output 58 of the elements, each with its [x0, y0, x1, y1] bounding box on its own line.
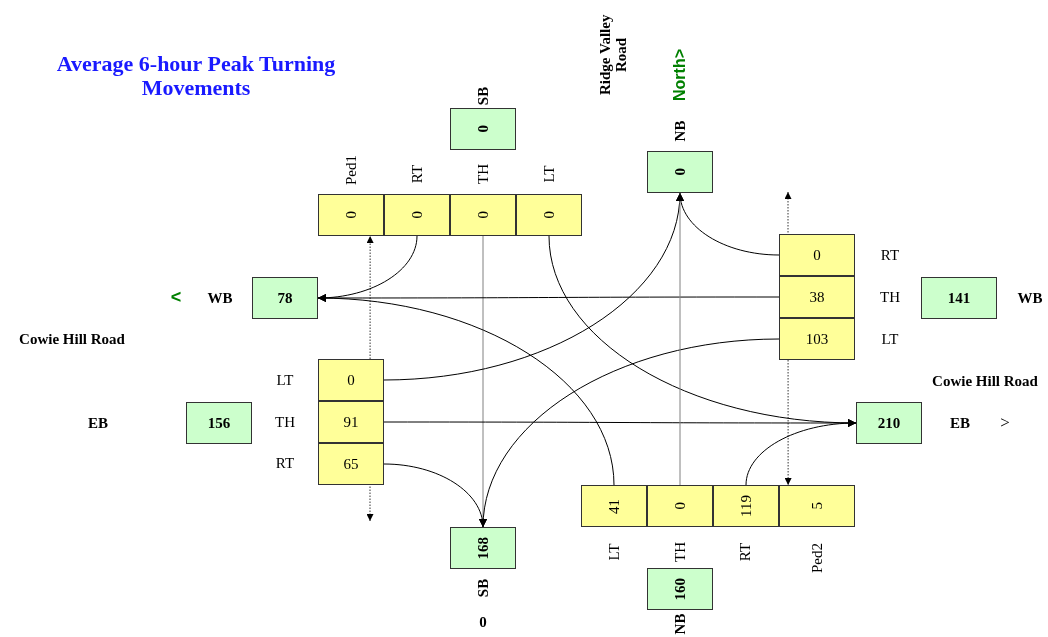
- total-volume-box: 0: [647, 151, 713, 193]
- movement-count-cell: 38: [779, 276, 855, 318]
- movement-count-cell: 103: [779, 318, 855, 360]
- movement-label: RT: [880, 246, 900, 264]
- movement-arrow: [745, 419, 857, 486]
- movement-count-cell: 91: [318, 401, 384, 443]
- movement-label: TH: [880, 288, 900, 306]
- direction-label: NB: [671, 613, 689, 635]
- movement-label: LT: [881, 330, 899, 348]
- movement-label: TH: [275, 413, 295, 431]
- direction-label: EB: [950, 414, 970, 432]
- pedestrian-arrow: [784, 191, 792, 486]
- movement-arrow: [317, 294, 615, 486]
- total-volume-box: 210: [856, 402, 922, 444]
- road-name: Ridge Valley Road: [596, 13, 630, 98]
- road-name: Cowie Hill Road: [932, 372, 1038, 390]
- north-indicator: North>: [671, 49, 689, 101]
- movement-count-cell: 0: [779, 234, 855, 276]
- movement-count-cell: 41: [581, 485, 647, 527]
- total-volume-box: 78: [252, 277, 318, 319]
- movement-count-cell: 0: [318, 194, 384, 236]
- movement-label: Ped1: [342, 155, 360, 185]
- total-volume-box: 160: [647, 568, 713, 610]
- movement-count-cell: 0: [450, 194, 516, 236]
- movement-count-cell: 0: [647, 485, 713, 527]
- movement-label: RT: [408, 164, 426, 184]
- movement-count-cell: 0: [318, 359, 384, 401]
- direction-label: WB: [1017, 289, 1043, 307]
- total-volume-box: 141: [921, 277, 997, 319]
- direction-label: SB: [474, 86, 492, 106]
- movement-arrow: [676, 192, 684, 486]
- direction-label: 0: [479, 613, 487, 631]
- total-volume-box: 168: [450, 527, 516, 569]
- movement-count-cell: 5: [779, 485, 855, 527]
- movement-count-cell: 0: [384, 194, 450, 236]
- diagram-title: Average 6-hour Peak Turning Movements: [55, 51, 337, 101]
- pedestrian-arrow: [366, 235, 374, 522]
- movement-label: Ped2: [808, 543, 826, 573]
- direction-indicator: >: [1000, 413, 1010, 433]
- direction-label: WB: [207, 289, 233, 307]
- movement-label: RT: [736, 542, 754, 562]
- direction-label: NB: [671, 120, 689, 142]
- direction-label: EB: [88, 414, 108, 432]
- road-name: Cowie Hill Road: [19, 330, 125, 348]
- movement-count-cell: 0: [516, 194, 582, 236]
- movement-label: LT: [605, 543, 623, 561]
- movement-count-cell: 65: [318, 443, 384, 485]
- movement-label: LT: [276, 371, 294, 389]
- direction-indicator: <: [170, 288, 182, 308]
- total-volume-box: 0: [450, 108, 516, 150]
- total-volume-box: 156: [186, 402, 252, 444]
- direction-label: SB: [474, 578, 492, 598]
- movement-label: LT: [540, 165, 558, 183]
- movement-arrow: [383, 463, 487, 528]
- movement-label: TH: [474, 164, 492, 184]
- movement-count-cell: 119: [713, 485, 779, 527]
- movement-label: TH: [671, 542, 689, 562]
- movement-label: RT: [275, 454, 295, 472]
